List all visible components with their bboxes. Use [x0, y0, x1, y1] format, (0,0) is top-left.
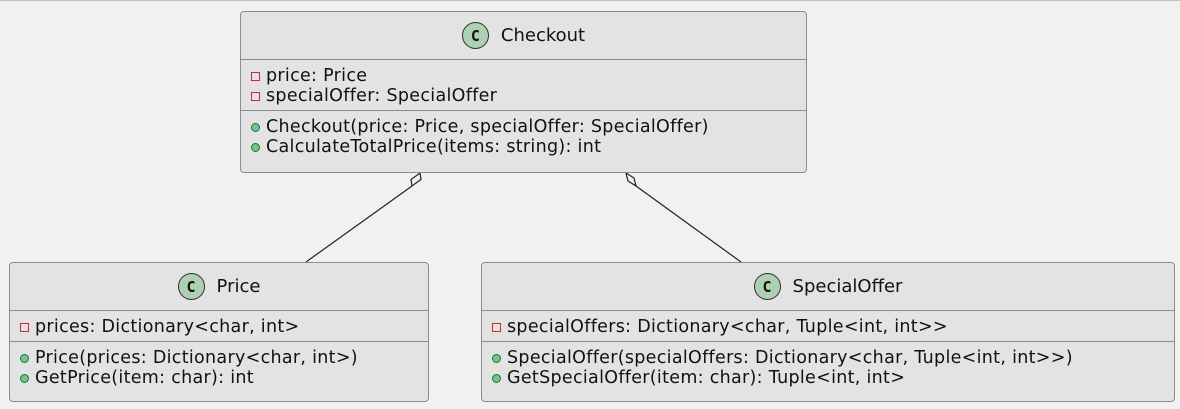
public-method-icon — [492, 373, 501, 383]
class-name: Price — [216, 276, 261, 297]
method-row: Checkout(price: Price, specialOffer: Spe… — [241, 117, 806, 137]
class-header: C Price — [10, 263, 428, 311]
private-field-icon — [251, 71, 260, 81]
class-price[interactable]: C Price prices: Dictionary<char, int> Pr… — [9, 262, 429, 402]
method-row: CalculateTotalPrice(items: string): int — [241, 137, 806, 157]
method-text: Price(prices: Dictionary<char, int>) — [35, 348, 358, 368]
aggregation-diamond-price — [410, 171, 422, 188]
class-c-icon: C — [177, 273, 205, 300]
class-specialoffer[interactable]: C SpecialOffer specialOffers: Dictionary… — [481, 262, 1175, 402]
field-row: specialOffers: Dictionary<char, Tuple<in… — [482, 317, 1174, 337]
private-field-icon — [251, 91, 260, 101]
aggregation-line-specialoffer — [635, 185, 742, 263]
method-text: Checkout(price: Price, specialOffer: Spe… — [266, 117, 709, 137]
fields-section: price: Price specialOffer: SpecialOffer — [241, 60, 806, 111]
methods-section: Checkout(price: Price, specialOffer: Spe… — [241, 111, 806, 161]
fields-section: specialOffers: Dictionary<char, Tuple<in… — [482, 311, 1174, 342]
fields-section: prices: Dictionary<char, int> — [10, 311, 428, 342]
field-text: price: Price — [266, 66, 368, 86]
top-divider — [0, 0, 1180, 1]
class-header: C Checkout — [241, 12, 806, 60]
public-method-icon — [20, 353, 29, 363]
method-text: GetSpecialOffer(item: char): Tuple<int, … — [507, 368, 906, 388]
class-name: Checkout — [500, 25, 586, 46]
method-row: GetSpecialOffer(item: char): Tuple<int, … — [482, 368, 1174, 388]
public-method-icon — [251, 142, 260, 152]
private-field-icon — [20, 322, 29, 332]
field-row: specialOffer: SpecialOffer — [241, 86, 806, 106]
class-name: SpecialOffer — [792, 276, 903, 297]
field-row: price: Price — [241, 66, 806, 86]
class-checkout[interactable]: C Checkout price: Price specialOffer: Sp… — [240, 11, 807, 173]
field-row: prices: Dictionary<char, int> — [10, 317, 428, 337]
method-text: SpecialOffer(specialOffers: Dictionary<c… — [507, 348, 1073, 368]
field-text: specialOffer: SpecialOffer — [266, 86, 498, 106]
method-row: GetPrice(item: char): int — [10, 368, 428, 388]
methods-section: SpecialOffer(specialOffers: Dictionary<c… — [482, 342, 1174, 392]
method-text: GetPrice(item: char): int — [35, 368, 254, 388]
methods-section: Price(prices: Dictionary<char, int>) Get… — [10, 342, 428, 392]
class-c-icon: C — [461, 22, 489, 49]
field-text: specialOffers: Dictionary<char, Tuple<in… — [507, 317, 948, 337]
method-row: Price(prices: Dictionary<char, int>) — [10, 348, 428, 368]
method-row: SpecialOffer(specialOffers: Dictionary<c… — [482, 348, 1174, 368]
class-c-icon: C — [753, 273, 781, 300]
aggregation-line-price — [305, 185, 413, 263]
class-header: C SpecialOffer — [482, 263, 1174, 311]
aggregation-diamond-specialoffer — [625, 171, 637, 188]
public-method-icon — [20, 373, 29, 383]
method-text: CalculateTotalPrice(items: string): int — [266, 137, 602, 157]
private-field-icon — [492, 322, 501, 332]
public-method-icon — [492, 353, 501, 363]
field-text: prices: Dictionary<char, int> — [35, 317, 300, 337]
public-method-icon — [251, 122, 260, 132]
